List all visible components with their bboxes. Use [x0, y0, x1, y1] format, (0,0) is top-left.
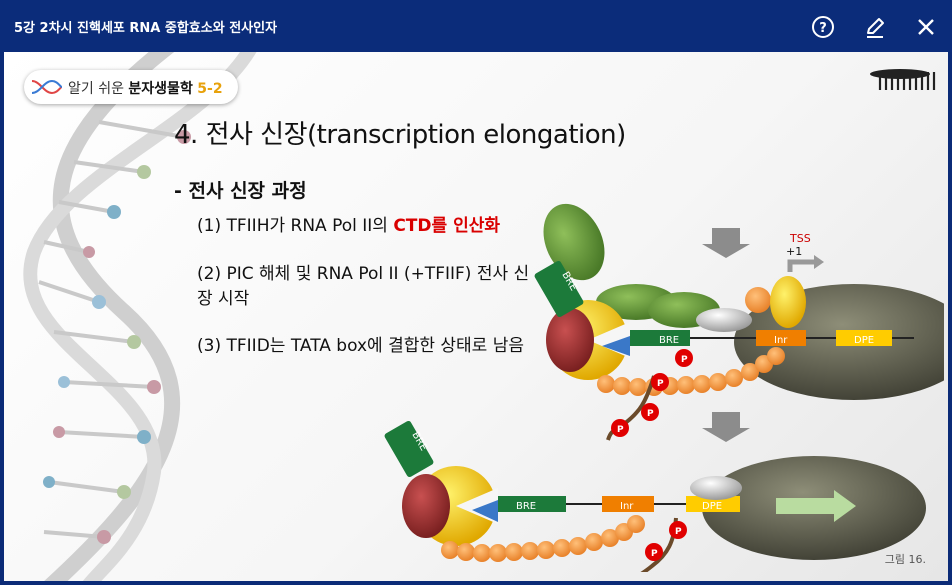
phosphate-label: P	[651, 549, 658, 559]
inr-label: Inr	[774, 335, 788, 346]
dpe-label: DPE	[702, 501, 722, 512]
dna-logo-icon	[31, 79, 63, 95]
item-number: (1)	[197, 216, 222, 236]
close-icon[interactable]	[913, 14, 939, 40]
item-text: PIC 해체 및 RNA Pol II (+TFIIF) 전사 신장 시작	[197, 264, 530, 309]
item-text: TFIIH가 RNA Pol II의	[226, 216, 394, 236]
bre-d-label: BRE	[516, 501, 536, 512]
bre-d-label: BRE	[659, 335, 679, 346]
item-highlight: CTD를 인산화	[393, 216, 500, 236]
phosphate-label: P	[657, 379, 664, 389]
phosphate-label: P	[617, 425, 624, 435]
slide-subheading: - 전사 신장 과정	[174, 180, 307, 202]
help-icon[interactable]: ?	[810, 14, 836, 40]
item-text: TFIID는 TATA box에 결합한 상태로 남음	[226, 336, 525, 356]
course-badge: 알기 쉬운 분자생물학 5-2	[24, 70, 238, 104]
dna-helix-illustration	[23, 52, 257, 581]
phosphate-label: P	[681, 355, 688, 365]
down-arrow-icon	[702, 228, 750, 258]
badge-number: 5-2	[197, 81, 223, 97]
phosphate-label: P	[647, 409, 654, 419]
elongation-diagram: TSS +1 BRE Inr DPE BRE	[384, 203, 944, 572]
list-item: (3) TFIID는 TATA box에 결합한 상태로 남음	[197, 334, 537, 359]
inr-label: Inr	[620, 501, 634, 512]
tss-label: TSS	[789, 232, 811, 245]
plus1-label: +1	[786, 245, 802, 258]
slide-heading: 4. 전사 신장(transcription elongation)	[174, 120, 626, 150]
item-number: (3)	[197, 336, 222, 356]
figure-label: 그림 16.	[884, 553, 926, 566]
svg-text:?: ?	[819, 21, 827, 36]
item-number: (2)	[197, 264, 222, 284]
list-item: (1) TFIIH가 RNA Pol II의 CTD를 인산화	[197, 214, 537, 239]
edit-icon[interactable]	[862, 14, 888, 40]
title-bar: 5강 2차시 진핵세포 RNA 중합효소와 전사인자 ?	[0, 0, 952, 52]
list-item: (2) PIC 해체 및 RNA Pol II (+TFIIF) 전사 신장 시…	[197, 262, 537, 312]
slide-content: 알기 쉬운 분자생물학 5-2 4. 전사 신장(transcription e…	[4, 52, 948, 581]
phosphate-label: P	[675, 527, 682, 537]
window-title: 5강 2차시 진핵세포 RNA 중합효소와 전사인자	[14, 21, 278, 36]
dpe-label: DPE	[854, 335, 874, 346]
badge-prefix: 알기 쉬운	[68, 81, 129, 97]
publisher-logo-icon	[870, 69, 936, 90]
down-arrow-icon	[702, 412, 750, 442]
badge-name: 분자생물학	[128, 81, 193, 97]
